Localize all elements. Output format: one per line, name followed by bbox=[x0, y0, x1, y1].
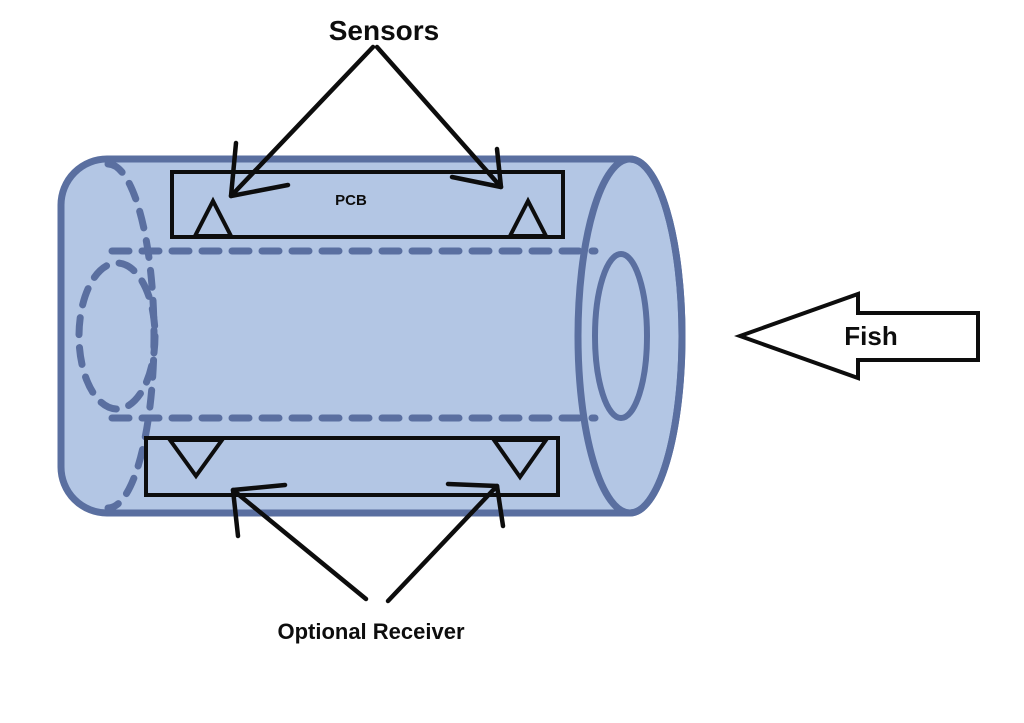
fish-direction-arrow bbox=[734, 291, 980, 381]
receiver-arrow-left-head bbox=[230, 482, 288, 539]
tube-bore-back-dashed-ellipse bbox=[75, 259, 159, 413]
sensor-arrow-right-head bbox=[449, 146, 504, 190]
sensors-label: Sensors bbox=[329, 15, 440, 46]
receiver-arrow-left-shaft bbox=[230, 487, 369, 602]
sensor-arrow-right-shaft bbox=[374, 44, 504, 190]
tube-end-cap-ellipse bbox=[574, 155, 686, 517]
tube-bore-opening-ellipse bbox=[592, 251, 650, 421]
sensor-arrow-left-head bbox=[228, 140, 291, 199]
sensor-triangle-right bbox=[506, 196, 550, 238]
fish-label: Fish bbox=[844, 321, 897, 351]
receiver-triangle-left bbox=[166, 438, 226, 480]
receiver-outline bbox=[144, 436, 560, 497]
sensor-triangle-left bbox=[191, 196, 235, 238]
pcb-label: PCB bbox=[335, 192, 367, 209]
pcb-outline bbox=[170, 170, 565, 239]
receiver-triangle-right bbox=[490, 438, 550, 481]
receiver-arrow-right-shaft bbox=[385, 483, 500, 604]
receiver-arrow-right-head bbox=[445, 481, 506, 529]
optional-receiver-label: Optional Receiver bbox=[277, 619, 465, 644]
sensor-arrow-left-shaft bbox=[228, 44, 376, 199]
